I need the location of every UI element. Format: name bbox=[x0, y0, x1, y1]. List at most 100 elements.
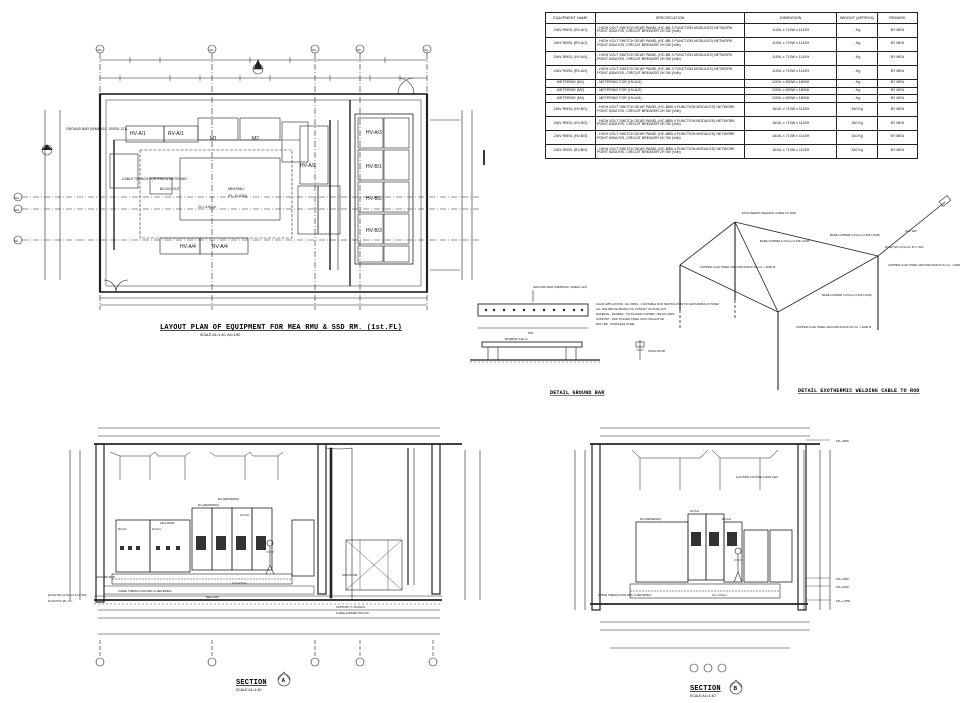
table-cell: BY MEA bbox=[876, 143, 919, 160]
table-cell: 1100L x 710W x 1142H bbox=[743, 23, 838, 38]
section-a-label: R-100 PVC Ø1 1/2" bbox=[48, 599, 72, 603]
section-a-label: CL=-4.5mm. bbox=[232, 581, 248, 585]
table-cell: 340 Kg bbox=[836, 129, 878, 145]
header-equipment-name: EQUIPMENT NAME bbox=[544, 12, 597, 24]
grid-bubble-label: SQ bbox=[424, 48, 429, 52]
plan-scale: SCALE A1=1:40, A3=1:80 bbox=[200, 333, 240, 337]
table-cell: 1610L x 710W x 1142H bbox=[743, 143, 838, 160]
section-b-label: CL=-4.5mm. bbox=[712, 593, 728, 597]
table-row: 24kV RMSL (HV-B/1)- HIGH VOLT SWITCH GEA… bbox=[544, 102, 919, 118]
table-cell: 1100L x 710W x 1142H bbox=[743, 36, 838, 52]
plan-title: LAYOUT PLAN OF EQUIPMENT FOR MEA RMU & S… bbox=[160, 324, 402, 332]
table-cell: - METERING FOR (HV-A/1) bbox=[595, 78, 745, 88]
header-dimension: DIMENSION bbox=[743, 12, 838, 24]
table-cell: BY MEA bbox=[876, 129, 919, 145]
section-a-label: ECS1(TW) 1x70mm² IN 1" IMC bbox=[48, 593, 87, 597]
welding-label: BARE COPPER 1x70mm² (LINK LOOP) bbox=[830, 233, 880, 237]
table-cell: 1200L x 800W x 1800H bbox=[743, 86, 838, 96]
welding-label: COPPER CLAD STEEL GROUND ROD Ø 16 mm. x … bbox=[888, 263, 960, 267]
grid-bubble-label: S11 bbox=[14, 196, 19, 200]
panel-label: HV-B/2 bbox=[366, 196, 382, 202]
section-b-label: M4 (METERING) bbox=[640, 517, 661, 521]
table-cell: - METERING FOR (HV-A/4) bbox=[595, 94, 745, 104]
section-b-title: SECTION bbox=[690, 685, 721, 693]
table-cell: - HIGH VOLT SWITCH GEAR PANEL (HC-BBB 4 … bbox=[595, 116, 745, 131]
table-cell: 24kV RMSL (HV-B/2) bbox=[544, 116, 597, 131]
table-body: 24kV RMSL (HV-A/1)- HIGH VOLT SWITCH GEA… bbox=[544, 23, 919, 160]
table-cell: - METERING FOR (HV-A/2) bbox=[595, 86, 745, 96]
table-cell: 24kV RMSL (HV-A/4) bbox=[544, 50, 597, 66]
table-cell: 24kV RMSL (HV-A/1) bbox=[544, 23, 597, 38]
section-a-label: SUPPORT C-15x25x3L bbox=[336, 605, 366, 609]
table-cell: 24kV RMSL (RV-A/1) bbox=[544, 36, 597, 52]
welding-label: EXOTHERMIC WELDING CABLE TO ROD bbox=[742, 211, 796, 215]
table-row: 24kV RMSL (HV-A/1)- HIGH VOLT SWITCH GEA… bbox=[544, 23, 919, 38]
table-cell: BY MEA bbox=[876, 64, 919, 80]
section-b-label: FFL+4800 bbox=[836, 439, 849, 443]
grid-bubble-label: S9 bbox=[14, 239, 18, 243]
table-row: 24kV RMSL (RV-B/4)- HIGH VOLT SWITCH GEA… bbox=[544, 143, 919, 160]
section-a-label: GROUND BAR bbox=[96, 575, 115, 579]
table-cell: - Kg bbox=[836, 64, 878, 80]
section-a-title: SECTION bbox=[236, 679, 267, 687]
welding-title: DETAIL EXOTHERMIC WELDING CABLE TO ROD bbox=[798, 388, 920, 394]
table-cell: 24kV RMSL (RV-A/4) bbox=[544, 64, 597, 80]
ground-bar-note: FLUID APPLICATION : EG 62561 - 1 SUITABL… bbox=[596, 302, 720, 306]
table-cell: 24kV RMSL (HV-B/3) bbox=[544, 129, 597, 145]
ground-bar-label: 625 bbox=[528, 331, 533, 335]
table-cell: - HIGH VOLT SWITCH GEAR PANEL (HC-BBB 4 … bbox=[595, 129, 745, 145]
section-a-label: CABLE LADDER 500x100 bbox=[336, 611, 369, 615]
table-cell: - Kg bbox=[836, 50, 878, 66]
section-a-mark: A bbox=[282, 678, 286, 684]
grid-bubble-label: SP bbox=[357, 48, 361, 52]
plan-note: CABLE TRENCH FOR RMU & METERING bbox=[122, 177, 187, 181]
ground-bar-note: SUPPORT - ZINC PLATED STEEL WITH INSULAT… bbox=[596, 317, 664, 321]
ground-bar-note: BOLT M8 - STAINLESS STEEL bbox=[596, 322, 635, 326]
table-row: 24kV RMSL (RV-A/1)- HIGH VOLT SWITCH GEA… bbox=[544, 36, 919, 52]
table-cell: METERING (M1) bbox=[544, 78, 597, 88]
table-cell: BY MEA bbox=[876, 78, 919, 88]
section-a-scale: SCALE A1=1:40 bbox=[236, 688, 261, 692]
table-cell: - HIGH VOLT SWITCH GEAR PANEL (HC-BB 3 F… bbox=[595, 23, 745, 38]
table-row: METERING (M2)- METERING FOR (HV-A/2)1200… bbox=[544, 86, 919, 96]
table-cell: 340 Kg bbox=[836, 143, 878, 160]
table-cell: BY MEA bbox=[876, 94, 919, 104]
panel-label: HV-A/4 bbox=[180, 244, 196, 250]
plan-note: MEA RMU bbox=[228, 187, 244, 191]
table-cell: 24kV RMSL (RV-B/4) bbox=[544, 143, 597, 160]
plan-note: (FL. FLASH) bbox=[228, 194, 247, 198]
panel-label: M2 bbox=[252, 136, 259, 142]
ground-bar-label: INSULATOR bbox=[648, 349, 666, 353]
table-cell: - Kg bbox=[836, 36, 878, 52]
section-a-label: HV-A/1 bbox=[152, 527, 161, 531]
welding-label: COPPER CLAD STEEL GROUND ROD Ø 16 mm. x … bbox=[700, 265, 776, 269]
table-cell: 1200L x 800W x 1800H bbox=[743, 94, 838, 104]
plan-note: GROUND BAR (50MMX10, 10000L 121) bbox=[66, 127, 127, 131]
section-a-label: RV-A/1 bbox=[118, 527, 127, 531]
table-cell: BY MEA bbox=[876, 116, 919, 131]
auxiliary-labels: GROUND BAR (50MMX10, 10000L 121)BUSBAR 5… bbox=[48, 211, 960, 615]
welding-label: COPPER CLAD STEEL GROUND ROD Ø 16 mm. x … bbox=[796, 325, 872, 329]
table-cell: BY MEA bbox=[876, 86, 919, 96]
grid-bubble-label: S10 bbox=[14, 208, 20, 212]
table-cell: BY MEA bbox=[876, 23, 919, 38]
welding-label: BARE COPPER 1x70mm² (LINK LOOP) bbox=[822, 293, 872, 297]
ground-bar-title: DETAIL GROUND BAR bbox=[550, 390, 604, 396]
panel-label: HV-A/1 bbox=[130, 131, 146, 137]
welding-detail bbox=[679, 195, 952, 390]
panel-label: HV-A/2 bbox=[300, 163, 316, 169]
panel-label: RV-A/4 bbox=[212, 244, 228, 250]
section-a bbox=[69, 427, 481, 687]
table-row: 24kV RMSL (HV-A/4)- HIGH VOLT SWITCH GEA… bbox=[544, 50, 919, 66]
header-remark: REMARK bbox=[876, 12, 919, 24]
table-header-row: EQUIPMENT NAME SPECIFICATION DIMENSION W… bbox=[544, 12, 919, 24]
table-cell: BY MEA bbox=[876, 36, 919, 52]
table-cell: - HIGH VOLT SWITCH GEAR PANEL (HC-BBB 4 … bbox=[595, 102, 745, 118]
ground-bar-label: GROUND BAR (50MMX10, 10000L 121) bbox=[533, 285, 587, 289]
table-cell: - HIGH VOLT SWITCH GEAR PANEL (HC-BBB 4 … bbox=[595, 143, 745, 160]
section-a-label: 24kV RMSL bbox=[160, 521, 175, 525]
section-b-label: CABLE TRENCH FOR RMU & METERING bbox=[598, 593, 652, 597]
